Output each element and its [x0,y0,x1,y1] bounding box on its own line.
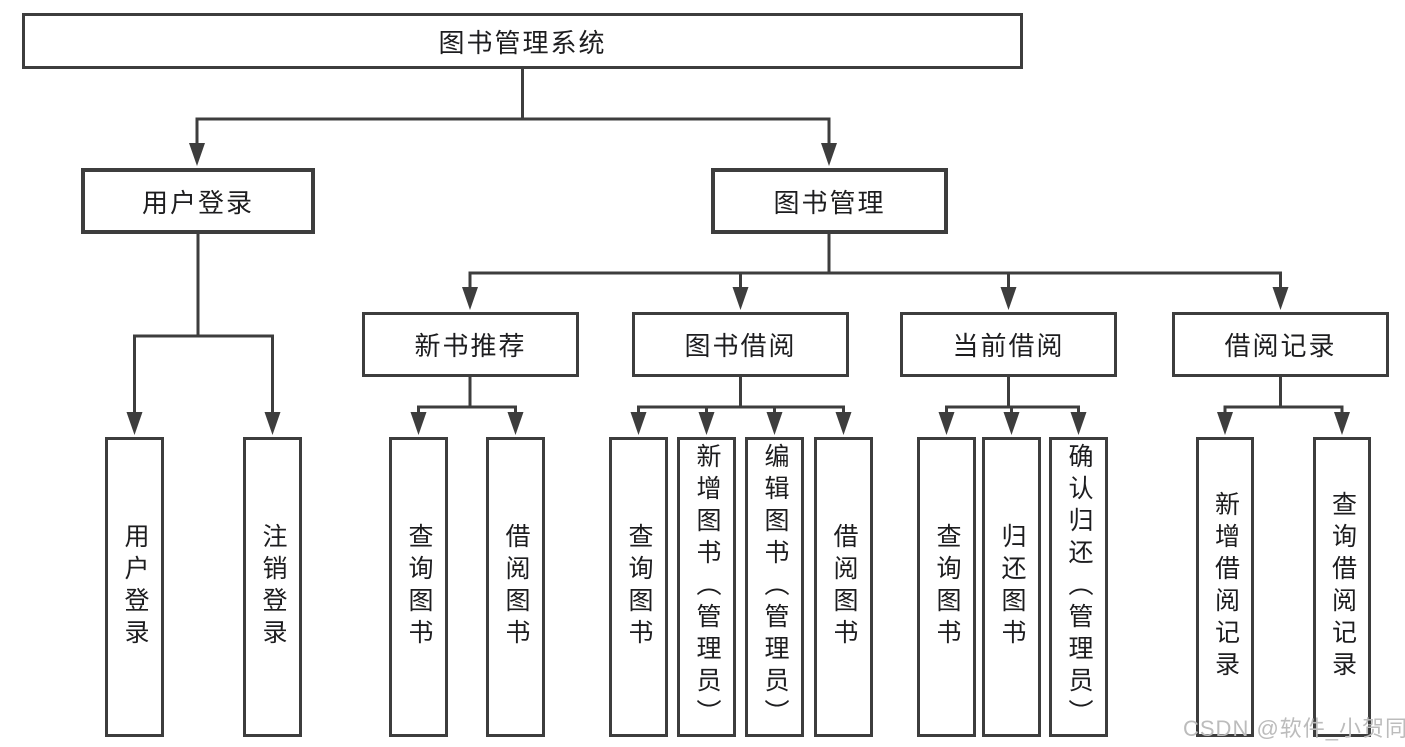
node-borrowing-records: 借阅记录 [1172,312,1389,377]
node-label: 查询图书 [405,523,433,651]
leaf-return-books: 归还图书 [982,437,1041,737]
node-label: 查询图书 [625,523,653,651]
node-label: 确认归还（管理员） [1065,443,1093,731]
arrowhead-icons [126,143,1350,435]
node-label: 归还图书 [998,523,1026,651]
node-label: 新书推荐 [414,331,527,361]
node-label: 图书借阅 [684,331,797,361]
node-label: 图书管理 [773,187,886,218]
leaf-query-borrow-record: 查询借阅记录 [1313,437,1371,737]
node-library-management-system: 图书管理系统 [22,13,1023,69]
node-label: 新增借阅记录 [1211,491,1240,683]
node-book-borrowing: 图书借阅 [632,312,849,377]
leaf-confirm-return-admin: 确认归还（管理员） [1049,437,1108,737]
node-label: 借阅图书 [502,523,530,651]
node-current-borrowing: 当前借阅 [900,312,1117,377]
node-book-management: 图书管理 [711,168,948,234]
node-label: 借阅图书 [830,523,858,651]
node-label: 查询图书 [933,523,961,651]
leaf-logout: 注销登录 [243,437,302,737]
node-label: 当前借阅 [952,331,1065,361]
leaf-user-login: 用户登录 [105,437,164,737]
leaf-add-books-admin: 新增图书（管理员） [677,437,736,737]
node-label: 图书管理系统 [438,27,607,58]
node-label: 查询借阅记录 [1328,491,1357,683]
leaf-borrow-books-2: 借阅图书 [814,437,873,737]
node-label: 用户登录 [141,187,254,218]
leaf-query-books-1: 查询图书 [389,437,448,737]
watermark: CSDN @软件_小贺同学 [1183,716,1405,741]
node-label: 用户登录 [121,523,149,651]
leaf-add-borrow-record: 新增借阅记录 [1196,437,1254,737]
leaf-query-books-2: 查询图书 [609,437,668,737]
leaf-borrow-books-1: 借阅图书 [486,437,545,737]
node-label: 新增图书（管理员） [693,443,721,731]
node-label: 注销登录 [259,523,287,651]
node-label: 编辑图书（管理员） [761,443,789,731]
node-label: 借阅记录 [1224,331,1337,361]
connector-edges [133,69,1344,417]
leaf-query-books-3: 查询图书 [917,437,976,737]
node-user-login: 用户登录 [81,168,315,234]
leaf-edit-books-admin: 编辑图书（管理员） [745,437,804,737]
node-new-book-recommendation: 新书推荐 [362,312,579,377]
